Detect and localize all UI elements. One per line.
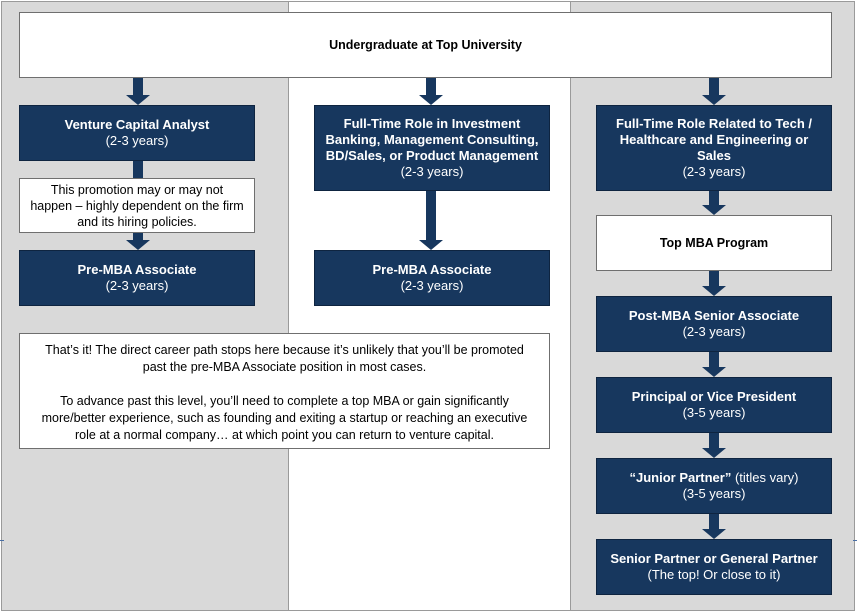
- arrow-connector-stem: [126, 161, 150, 179]
- middle-pre-mba-associate-box: Pre-MBA Associate (2-3 years): [314, 250, 550, 306]
- analyst-duration: (2-3 years): [105, 133, 169, 148]
- tech-role-title: Full-Time Role Related to Tech / Healthc…: [616, 116, 812, 163]
- tech-role-duration: (2-3 years): [682, 164, 746, 179]
- stop-note-paragraph-1: That’s it! The direct career path stops …: [45, 343, 524, 374]
- undergraduate-label: Undergraduate at Top University: [329, 38, 522, 52]
- junior-partner-title: “Junior Partner”: [629, 470, 732, 485]
- top-mba-program-box: Top MBA Program: [596, 215, 832, 271]
- stop-note-paragraph-2: To advance past this level, you’ll need …: [41, 394, 528, 442]
- arrow-down-icon: [702, 271, 726, 296]
- middle-associate-duration: (2-3 years): [400, 278, 464, 293]
- post-mba-senior-associate-box: Post-MBA Senior Associate (2-3 years): [596, 296, 832, 352]
- left-associate-duration: (2-3 years): [105, 278, 169, 293]
- arrow-down-icon: [702, 78, 726, 105]
- full-time-role-ib-box: Full-Time Role in Investment Banking, Ma…: [314, 105, 550, 191]
- left-associate-title: Pre-MBA Associate: [77, 262, 197, 277]
- left-pre-mba-associate-box: Pre-MBA Associate (2-3 years): [19, 250, 255, 306]
- arrow-down-icon: [419, 191, 443, 250]
- ib-role-duration: (2-3 years): [400, 164, 464, 179]
- full-time-role-tech-box: Full-Time Role Related to Tech / Healthc…: [596, 105, 832, 191]
- arrow-down-icon: [126, 233, 150, 250]
- junior-partner-box: “Junior Partner” (titles vary) (3-5 year…: [596, 458, 832, 514]
- senior-partner-box: Senior Partner or General Partner (The t…: [596, 539, 832, 595]
- arrow-down-icon: [419, 78, 443, 105]
- venture-capital-analyst-box: Venture Capital Analyst (2-3 years): [19, 105, 255, 161]
- undergraduate-box: Undergraduate at Top University: [19, 12, 832, 78]
- principal-duration: (3-5 years): [682, 405, 746, 420]
- principal-vp-box: Principal or Vice President (3-5 years): [596, 377, 832, 433]
- career-path-stop-note: That’s it! The direct career path stops …: [19, 333, 550, 449]
- arrow-down-icon: [702, 433, 726, 458]
- junior-partner-duration: (3-5 years): [682, 486, 746, 501]
- mba-title: Top MBA Program: [659, 236, 769, 250]
- ib-role-title: Full-Time Role in Investment Banking, Ma…: [325, 116, 539, 163]
- arrow-down-icon: [702, 352, 726, 377]
- senior-associate-duration: (2-3 years): [682, 324, 746, 339]
- promotion-note-box: This promotion may or may not happen – h…: [19, 178, 255, 233]
- promotion-note-text: This promotion may or may not happen – h…: [30, 182, 244, 229]
- senior-partner-subtitle: (The top! Or close to it): [647, 567, 781, 582]
- principal-title: Principal or Vice President: [631, 389, 797, 404]
- arrow-down-icon: [702, 514, 726, 539]
- senior-associate-title: Post-MBA Senior Associate: [628, 308, 800, 323]
- arrow-down-icon: [126, 78, 150, 105]
- right-edge-mark: [853, 540, 857, 541]
- analyst-title: Venture Capital Analyst: [64, 117, 210, 132]
- junior-partner-suffix: (titles vary): [731, 470, 799, 485]
- senior-partner-title: Senior Partner or General Partner: [610, 551, 818, 566]
- arrow-down-icon: [702, 191, 726, 215]
- left-edge-mark: [0, 540, 4, 541]
- middle-associate-title: Pre-MBA Associate: [372, 262, 492, 277]
